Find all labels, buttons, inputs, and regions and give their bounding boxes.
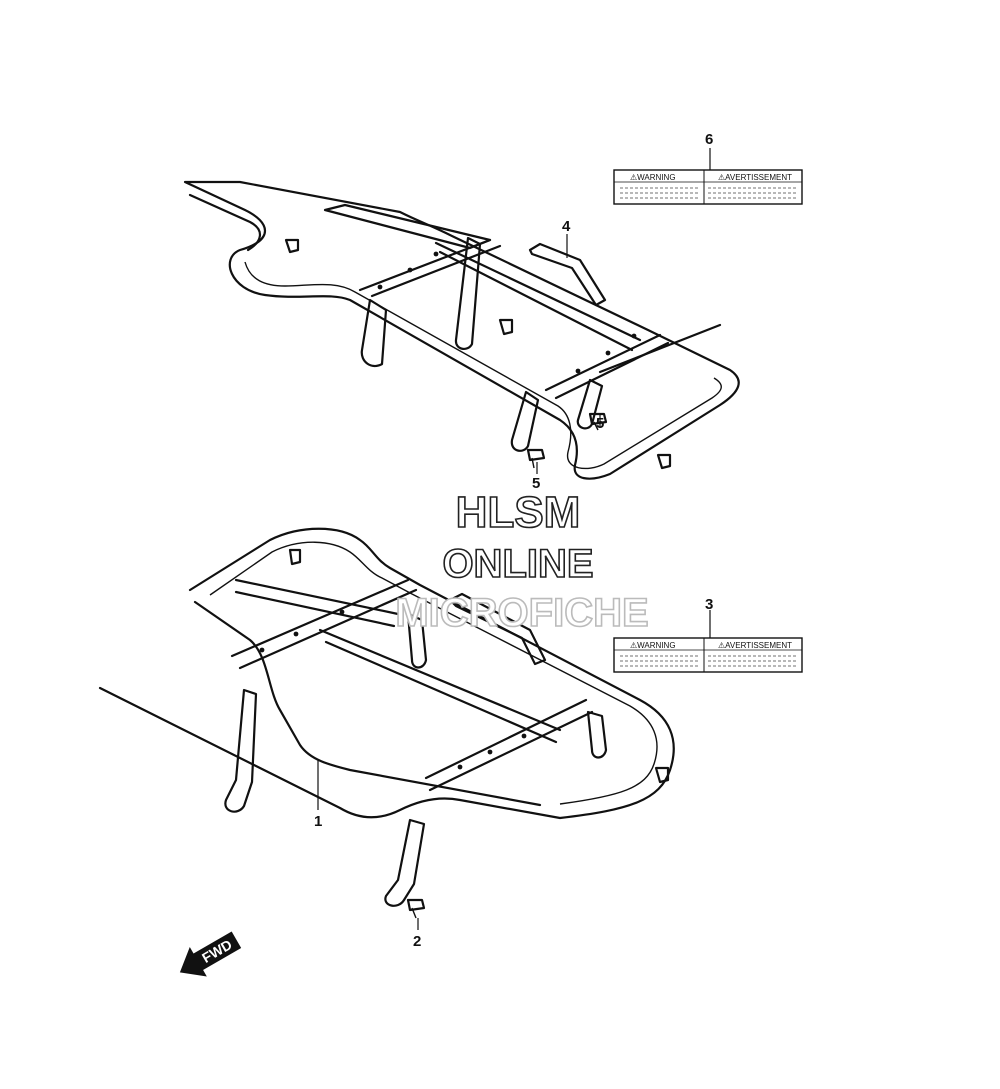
- callout-6: 6: [705, 131, 713, 148]
- callout-2: 2: [413, 933, 421, 950]
- bolt-rear-left[interactable]: [526, 448, 546, 469]
- label-front-warning-en: ⚠WARNING: [630, 641, 676, 650]
- label-front-warning-fr: ⚠AVERTISSEMENT: [718, 641, 792, 650]
- label-rear[interactable]: ⚠WARNING ⚠AVERTISSEMENT: [613, 169, 803, 205]
- arrow-left-down-icon: FWD: [179, 931, 242, 977]
- label-rear-warning-fr: ⚠AVERTISSEMENT: [718, 173, 792, 182]
- label-front[interactable]: ⚠WARNING ⚠AVERTISSEMENT: [613, 637, 803, 673]
- watermark-line1: HLSM: [456, 488, 581, 537]
- callout-4: 4: [562, 218, 571, 235]
- bolt-front[interactable]: [406, 898, 426, 919]
- callout-3: 3: [705, 596, 713, 613]
- callout-1: 1: [314, 813, 322, 830]
- rear-carrier[interactable]: [183, 180, 740, 480]
- callout-5-left: 5: [532, 475, 540, 492]
- callout-5-right: 5: [596, 415, 604, 432]
- label-rear-warning-en: ⚠WARNING: [630, 173, 676, 182]
- watermark-line3: MICROFICHE: [395, 591, 648, 635]
- watermark-line2: ONLINE: [442, 542, 593, 586]
- bolt-rear-right[interactable]: [588, 412, 608, 431]
- front-carrier[interactable]: [98, 527, 675, 907]
